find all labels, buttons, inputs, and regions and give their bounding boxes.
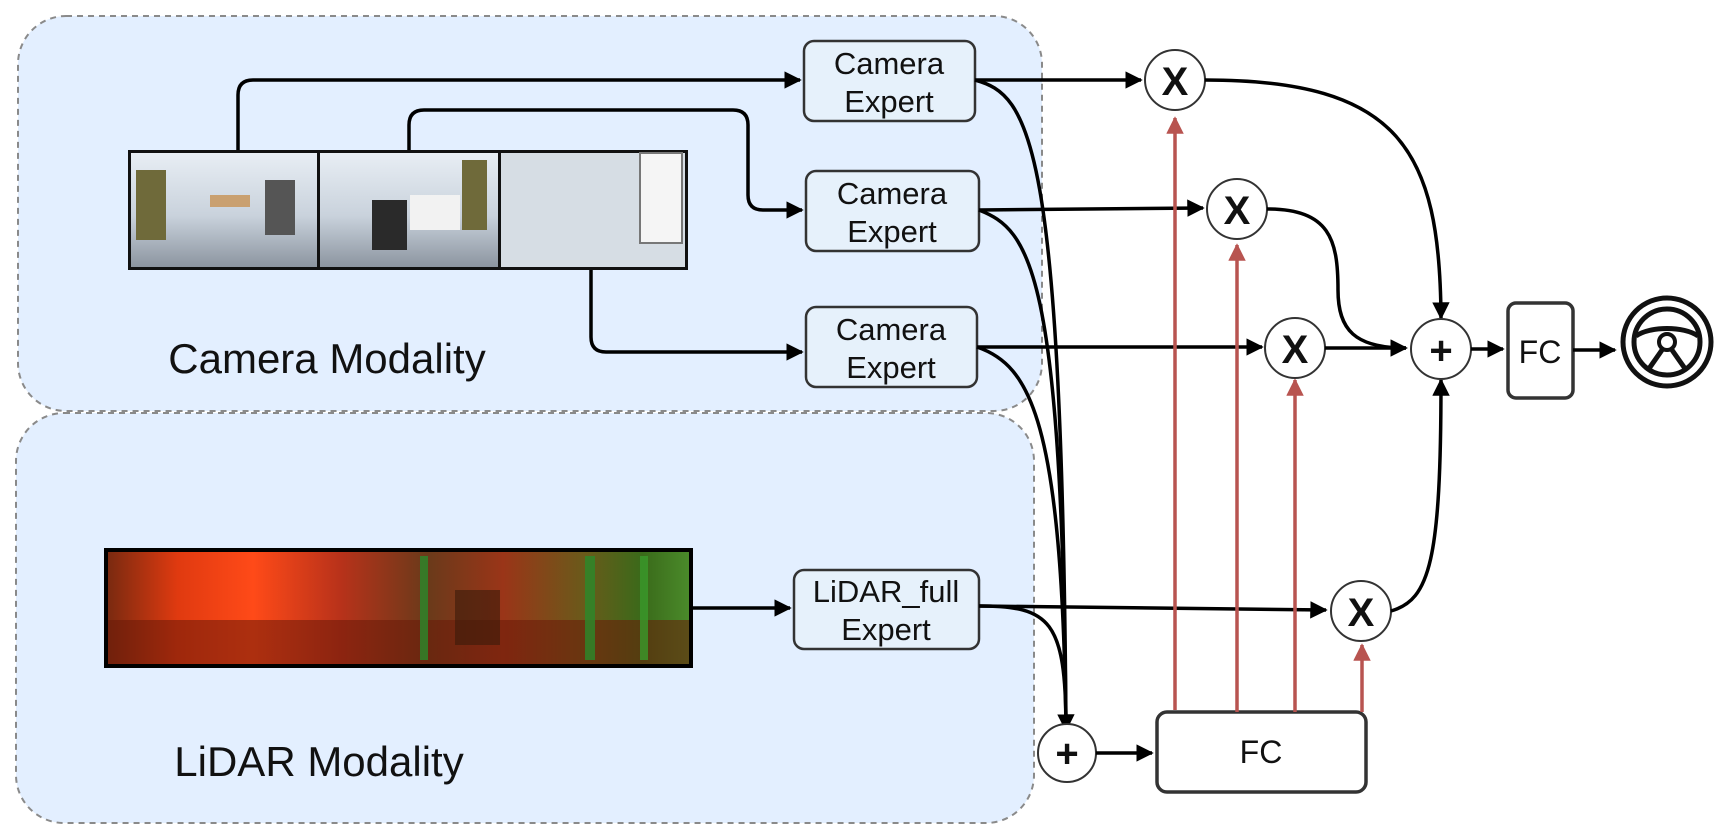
lidar-expert: LiDAR_full Expert [792,568,981,651]
svg-text:FC: FC [1519,334,1562,370]
arrow-expert-3-to-add [976,345,1068,731]
arrow-camera-to-expert-3 [589,270,804,361]
svg-text:Expert: Expert [846,350,936,385]
svg-text:X: X [1282,328,1309,372]
svg-text:Expert: Expert [841,612,931,647]
camera-modality-label: Camera Modality [168,335,485,382]
svg-text:+: + [1055,732,1078,776]
steering-wheel-icon [1620,295,1714,389]
arrow-camera-to-expert-2 [407,108,804,219]
arrow-expert-2-to-mul-2 [978,199,1205,217]
output-fc-box: FC [1506,301,1575,400]
svg-text:Expert: Expert [844,84,934,119]
multiply-node-2: X [1206,178,1268,240]
camera-expert-1: Camera Expert [802,39,977,123]
arrow-mul-2-to-final-sum [1266,207,1408,357]
camera-image-strip [128,150,688,270]
multiply-node-4: X [1330,580,1392,642]
svg-text:Camera: Camera [834,46,945,81]
gate-fc-box: FC [1155,710,1368,794]
arrow-lidar-expert-to-mul-4 [978,601,1328,619]
final-sum-node: + [1410,318,1472,380]
arrow-lidar-expert-to-add [978,604,1068,731]
camera-expert-2: Camera Expert [804,169,981,253]
arrow-expert-1-to-add [974,78,1075,732]
svg-text:X: X [1348,591,1375,635]
svg-text:LiDAR_full: LiDAR_full [813,574,959,609]
arrow-expert-2-to-add [978,208,1068,731]
arrow-mul-4-to-final-sum [1390,378,1450,613]
svg-text:+: + [1429,329,1452,373]
svg-text:Camera: Camera [837,176,948,211]
multiply-node-1: X [1144,49,1206,111]
lidar-modality-label: LiDAR Modality [174,738,463,785]
arrow-camera-to-expert-1 [236,71,802,150]
svg-text:X: X [1224,189,1251,233]
svg-text:Expert: Expert [847,214,937,249]
svg-text:FC: FC [1240,734,1283,770]
camera-expert-3: Camera Expert [804,305,979,389]
arrow-mul-1-to-final-sum [1204,78,1450,320]
svg-text:Camera: Camera [836,312,947,347]
multiply-node-3: X [1264,317,1326,379]
lidar-image-strip [104,548,693,668]
svg-text:X: X [1162,60,1189,104]
